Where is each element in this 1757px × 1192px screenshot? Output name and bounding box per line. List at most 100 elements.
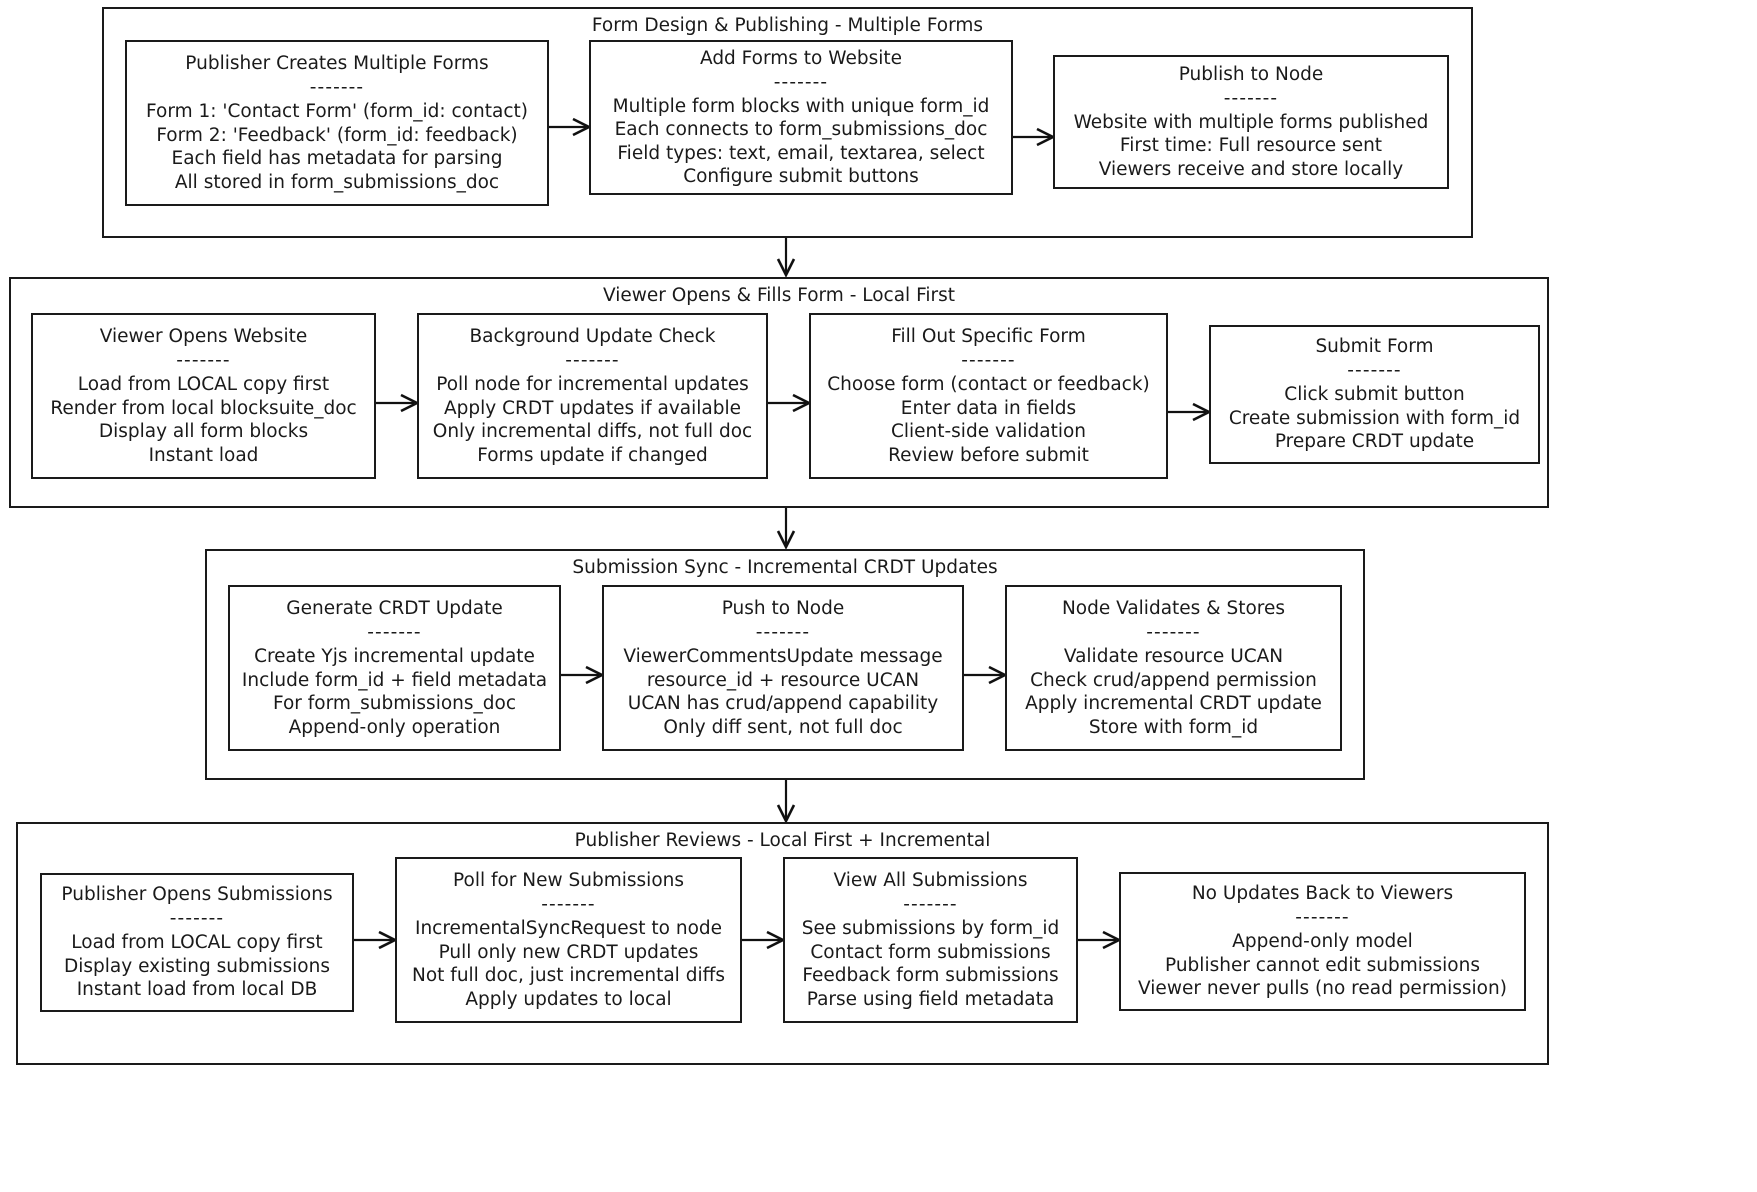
- node-line: Check crud/append permission: [1030, 669, 1317, 691]
- arrowhead-row2-to-row3: [776, 530, 796, 550]
- node-push-to-node[interactable]: Push to Node ------- ViewerCommentsUpdat…: [602, 585, 964, 751]
- node-line: Website with multiple forms published: [1073, 111, 1429, 133]
- node-line: Create submission with form_id: [1228, 407, 1521, 429]
- cluster-title-form-design-publishing: Form Design & Publishing - Multiple Form…: [591, 15, 984, 36]
- node-title: Background Update Check: [469, 326, 716, 347]
- node-title: Node Validates & Stores: [1061, 598, 1286, 619]
- node-line: Create Yjs incremental update: [254, 646, 535, 667]
- node-separator: -------: [309, 77, 365, 98]
- node-line: Prepare CRDT update: [1274, 431, 1475, 453]
- cluster-submission-sync: Submission Sync - Incremental CRDT Updat…: [205, 549, 1365, 780]
- cluster-title-submission-sync: Submission Sync - Incremental CRDT Updat…: [572, 557, 998, 578]
- node-node-validates-stores[interactable]: Node Validates & Stores ------- Validate…: [1005, 585, 1342, 751]
- node-line: Not full doc, just incremental diffs: [412, 965, 725, 986]
- node-line: For form_submissions_doc: [272, 693, 517, 714]
- node-line: Each field has metadata for parsing: [171, 148, 503, 169]
- node-line: Contact form submissions: [810, 941, 1051, 963]
- node-line: Apply CRDT updates if available: [443, 397, 742, 419]
- node-line: Apply incremental CRDT update: [1025, 693, 1322, 714]
- node-viewer-opens-website[interactable]: Viewer Opens Website ------- Load from L…: [31, 313, 376, 479]
- node-line: Only incremental diffs, not full doc: [432, 421, 753, 442]
- node-line: Multiple form blocks with unique form_id: [612, 95, 990, 117]
- node-separator: -------: [541, 894, 596, 915]
- node-separator: -------: [1146, 622, 1201, 643]
- node-title: Fill Out Specific Form: [891, 326, 1086, 347]
- node-line: Load from LOCAL copy first: [77, 374, 330, 395]
- node-line: Form 2: 'Feedback' (form_id: feedback): [156, 124, 518, 146]
- node-separator: -------: [903, 894, 958, 915]
- node-publish-to-node[interactable]: Publish to Node ------- Website with mul…: [1053, 55, 1449, 189]
- node-line: Display existing submissions: [64, 955, 330, 977]
- cluster-viewer-opens-fills-form: Viewer Opens & Fills Form - Local First: [9, 277, 1549, 508]
- node-fill-out-specific-form[interactable]: Fill Out Specific Form ------- Choose fo…: [809, 313, 1168, 479]
- node-line: Configure submit buttons: [683, 166, 919, 187]
- node-no-updates-back-to-viewers[interactable]: No Updates Back to Viewers ------- Appen…: [1119, 872, 1526, 1011]
- node-separator: -------: [176, 350, 231, 371]
- cluster-title-viewer-opens-fills-form: Viewer Opens & Fills Form - Local First: [602, 285, 956, 306]
- node-title: Publish to Node: [1178, 63, 1324, 85]
- node-line: Poll node for incremental updates: [436, 374, 749, 395]
- node-separator: -------: [565, 350, 620, 371]
- node-line: All stored in form_submissions_doc: [174, 171, 500, 193]
- node-line: Instant load from local DB: [76, 979, 318, 1001]
- arrowhead-row1-to-row2: [776, 258, 796, 278]
- node-line: Choose form (contact or feedback): [827, 374, 1150, 395]
- node-line: Field types: text, email, textarea, sele…: [617, 142, 985, 164]
- node-line: Client-side validation: [890, 421, 1087, 442]
- node-line: Forms update if changed: [477, 444, 708, 466]
- node-line: resource_id + resource UCAN: [646, 669, 920, 691]
- node-publisher-opens-submissions[interactable]: Publisher Opens Submissions ------- Load…: [40, 873, 354, 1012]
- node-line: Publisher cannot edit submissions: [1165, 954, 1480, 976]
- node-separator: -------: [1347, 360, 1402, 382]
- node-separator: -------: [961, 350, 1016, 371]
- node-line: Append-only operation: [288, 716, 501, 738]
- node-line: Enter data in fields: [900, 397, 1077, 419]
- node-line: Pull only new CRDT updates: [438, 941, 699, 963]
- node-title: Viewer Opens Website: [99, 326, 308, 347]
- node-line: Each connects to form_submissions_doc: [614, 119, 988, 140]
- node-line: Viewers receive and store locally: [1098, 158, 1404, 180]
- node-line: ViewerCommentsUpdate message: [623, 646, 943, 667]
- cluster-title-publisher-reviews: Publisher Reviews - Local First + Increm…: [574, 830, 991, 851]
- node-line: Parse using field metadata: [806, 988, 1055, 1010]
- node-publisher-creates-multiple-forms[interactable]: Publisher Creates Multiple Forms -------…: [125, 40, 549, 206]
- cluster-form-design-publishing: Form Design & Publishing - Multiple Form…: [102, 7, 1473, 238]
- node-line: Validate resource UCAN: [1063, 646, 1284, 667]
- node-separator: -------: [367, 622, 422, 643]
- node-title: Generate CRDT Update: [286, 598, 503, 619]
- node-line: See submissions by form_id: [801, 918, 1060, 939]
- node-line: IncrementalSyncRequest to node: [414, 918, 723, 939]
- node-line: UCAN has crud/append capability: [627, 693, 939, 714]
- node-title: Poll for New Submissions: [453, 870, 684, 891]
- node-title: No Updates Back to Viewers: [1191, 883, 1454, 905]
- node-line: Append-only model: [1232, 931, 1413, 953]
- node-title: Push to Node: [721, 598, 845, 619]
- node-poll-for-new-submissions[interactable]: Poll for New Submissions ------- Increme…: [395, 857, 742, 1023]
- node-line: Store with form_id: [1088, 716, 1259, 738]
- arrowhead-row3-to-row4: [776, 804, 796, 824]
- node-view-all-submissions[interactable]: View All Submissions ------- See submiss…: [783, 857, 1078, 1023]
- node-background-update-check[interactable]: Background Update Check ------- Poll nod…: [417, 313, 768, 479]
- node-separator: -------: [1295, 907, 1350, 929]
- node-line: Display all form blocks: [98, 421, 309, 442]
- node-line: Instant load: [148, 444, 259, 466]
- node-generate-crdt-update[interactable]: Generate CRDT Update ------- Create Yjs …: [228, 585, 561, 751]
- node-title: Publisher Creates Multiple Forms: [185, 53, 489, 74]
- node-add-forms-to-website[interactable]: Add Forms to Website ------- Multiple fo…: [589, 40, 1013, 195]
- node-submit-form[interactable]: Submit Form ------- Click submit button …: [1209, 325, 1540, 464]
- node-separator: -------: [755, 622, 811, 643]
- node-separator: -------: [169, 908, 225, 930]
- node-line: Click submit button: [1284, 384, 1465, 406]
- node-separator: -------: [773, 71, 829, 93]
- node-title: Publisher Opens Submissions: [61, 884, 333, 906]
- node-line: Feedback form submissions: [802, 965, 1059, 986]
- node-line: Render from local blocksuite_doc: [50, 397, 357, 419]
- node-title: Submit Form: [1315, 336, 1434, 358]
- node-line: Load from LOCAL copy first: [71, 932, 323, 954]
- node-title: View All Submissions: [833, 870, 1028, 891]
- node-line: Viewer never pulls (no read permission): [1138, 978, 1507, 1000]
- node-separator: -------: [1223, 87, 1279, 109]
- cluster-publisher-reviews: Publisher Reviews - Local First + Increm…: [16, 822, 1549, 1065]
- node-line: Apply updates to local: [465, 988, 672, 1010]
